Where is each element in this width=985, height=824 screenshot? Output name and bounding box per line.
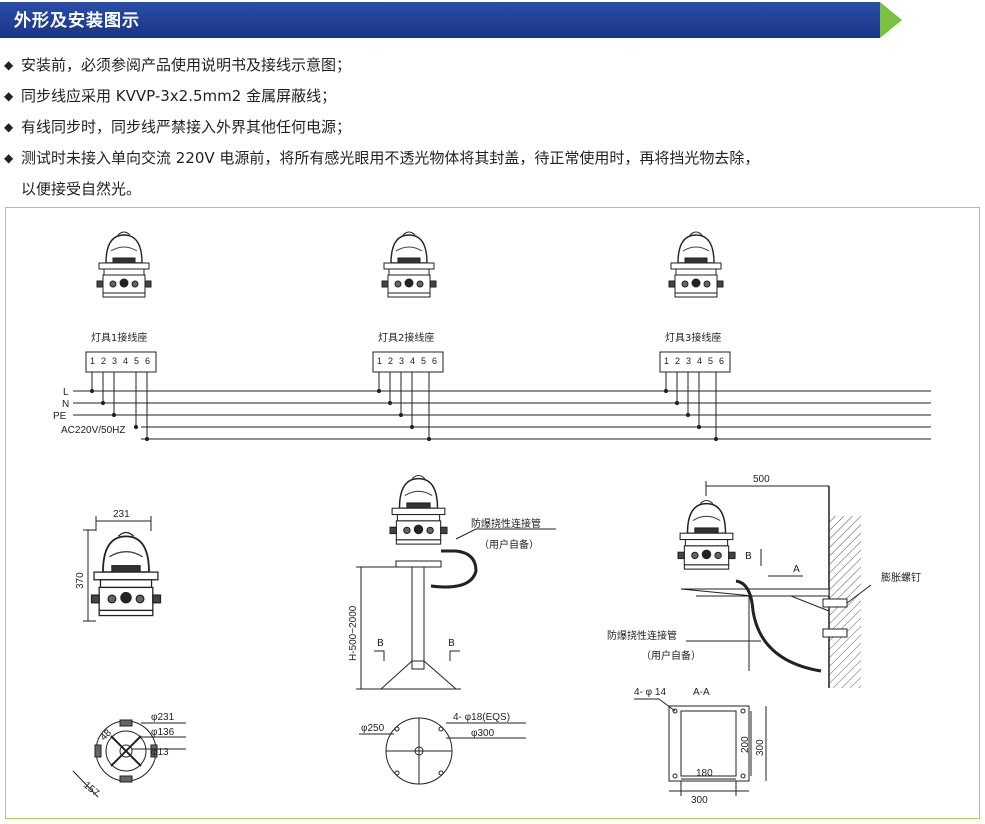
terminal-number: 2 [388, 356, 393, 366]
pole-section-b-left: B [377, 638, 384, 649]
diamond-bullet-icon: ◆ [4, 58, 14, 72]
terminal-number: 1 [377, 356, 382, 366]
bus-label-pe: PE [53, 411, 67, 422]
lamp-2-label: 灯具2接线座 [378, 331, 434, 344]
wall-mount-view: 500 B A 膨胀螺钉 防爆挠性连接管 （用户自备） [607, 474, 921, 688]
pole-base-plan: φ250 4- φ18(EQS) φ300 [359, 712, 526, 785]
dim-48: 48 [98, 727, 114, 743]
lamp-1-wiring [89, 372, 150, 442]
terminal-number: 4 [697, 356, 702, 366]
bracket-section-view: 4- φ 14 A-A 180 300 200 300 [634, 687, 767, 806]
diamond-bullet-icon: ◆ [4, 151, 14, 165]
wall-section-a: A [793, 564, 800, 575]
dim-300-horizontal: 300 [691, 795, 708, 806]
pole-section-b-right: B [448, 638, 455, 649]
header-arrow-icon [880, 2, 902, 38]
base-plan-view: φ231 φ136 φ13 48 157 [72, 712, 186, 799]
terminal-number: 3 [399, 356, 404, 366]
terminal-number: 3 [112, 356, 117, 366]
lamp-1-label: 灯具1接线座 [91, 331, 147, 344]
dim-phi18: 4- φ18(EQS) [453, 712, 510, 723]
drawing-panel: 灯具1接线座 灯具2接线座 灯具3接线座 1 2 3 4 5 6 1 2 3 4… [5, 207, 980, 819]
dim-phi136: φ136 [151, 727, 175, 738]
terminal-number: 3 [686, 356, 691, 366]
terminal-number: 6 [719, 356, 724, 366]
pole-lamp-icon [389, 474, 448, 545]
dim-300-vertical: 300 [755, 739, 766, 756]
dim-height: 370 [75, 572, 86, 589]
bus-label-ac: AC220V/50HZ [61, 425, 125, 436]
note-item: ◆同步线应采用 KVVP-3x2.5mm2 金属屏蔽线； [4, 81, 979, 112]
terminal-number: 2 [675, 356, 680, 366]
technical-drawing: 灯具1接线座 灯具2接线座 灯具3接线座 1 2 3 4 5 6 1 2 3 4… [53, 231, 931, 806]
lamp-3-wiring [663, 372, 719, 442]
lamp-1-icon [96, 231, 152, 298]
expansion-bolt-label: 膨胀螺钉 [881, 571, 921, 584]
dim-phi250: φ250 [361, 723, 385, 734]
pole-user-supplied-label: （用户自备） [479, 538, 539, 551]
terminal-number: 5 [708, 356, 713, 366]
wall-user-supplied-label: （用户自备） [641, 649, 701, 662]
note-item: ◆有线同步时，同步线严禁接入外界其他任何电源； [4, 112, 979, 143]
note-item: ◆安装前，必须参阅产品使用说明书及接线示意图； [4, 50, 979, 81]
dim-phi13: φ13 [151, 747, 169, 758]
terminal-number: 1 [664, 356, 669, 366]
lamp-3-icon [668, 231, 724, 298]
terminal-number: 6 [145, 356, 150, 366]
lamp-elevation-icon [90, 531, 162, 617]
pole-mount-view: 防爆挠性连接管 （用户自备） B B H-500~2000 [348, 474, 556, 690]
dim-phi231: φ231 [151, 712, 175, 723]
installation-notes: ◆安装前，必须参阅产品使用说明书及接线示意图； ◆同步线应采用 KVVP-3x2… [4, 50, 979, 205]
wall-lamp-icon [677, 499, 736, 570]
terminal-number: 5 [421, 356, 426, 366]
pole-conduit-label: 防爆挠性连接管 [471, 517, 541, 530]
bus-label-l: L [63, 387, 69, 398]
dim-200: 200 [740, 736, 751, 753]
section-a-a-label: A-A [693, 687, 710, 698]
diamond-bullet-icon: ◆ [4, 89, 14, 103]
wall-section-b: B [745, 551, 752, 562]
terminal-block-2 [372, 351, 444, 373]
dim-wall-500: 500 [753, 474, 770, 485]
terminal-number: 1 [90, 356, 95, 366]
note-continuation: 以便接受自然光。 [21, 180, 142, 198]
dim-180: 180 [696, 768, 713, 779]
bus-label-n: N [62, 399, 69, 410]
lamp-2-wiring [376, 372, 432, 442]
terminal-block-3 [659, 351, 731, 373]
wall-conduit-label: 防爆挠性连接管 [607, 629, 677, 642]
wiring-diagram: 灯具1接线座 灯具2接线座 灯具3接线座 1 2 3 4 5 6 1 2 3 4… [53, 231, 931, 442]
dim-holes: 4- φ 14 [634, 687, 666, 698]
dim-phi300: φ300 [471, 728, 495, 739]
lamp-elevation-view: 231 370 [75, 509, 162, 622]
dim-pole-height: H-500~2000 [348, 605, 359, 661]
header-bar-graphic [0, 2, 902, 38]
terminal-number: 5 [134, 356, 139, 366]
terminal-number: 6 [432, 356, 437, 366]
diamond-bullet-icon: ◆ [4, 120, 14, 134]
terminal-number: 4 [410, 356, 415, 366]
section-header: 外形及安装图示 [0, 0, 985, 40]
lamp-2-icon [381, 231, 437, 298]
lamp-3-label: 灯具3接线座 [665, 331, 721, 344]
dim-width: 231 [113, 509, 130, 520]
note-item: ◆测试时未接入单向交流 220V 电源前，将所有感光眼用不透光物体将其封盖，待正… [4, 143, 979, 174]
section-title: 外形及安装图示 [14, 11, 140, 31]
terminal-number: 2 [101, 356, 106, 366]
terminal-block-1 [85, 351, 157, 373]
terminal-number: 4 [123, 356, 128, 366]
